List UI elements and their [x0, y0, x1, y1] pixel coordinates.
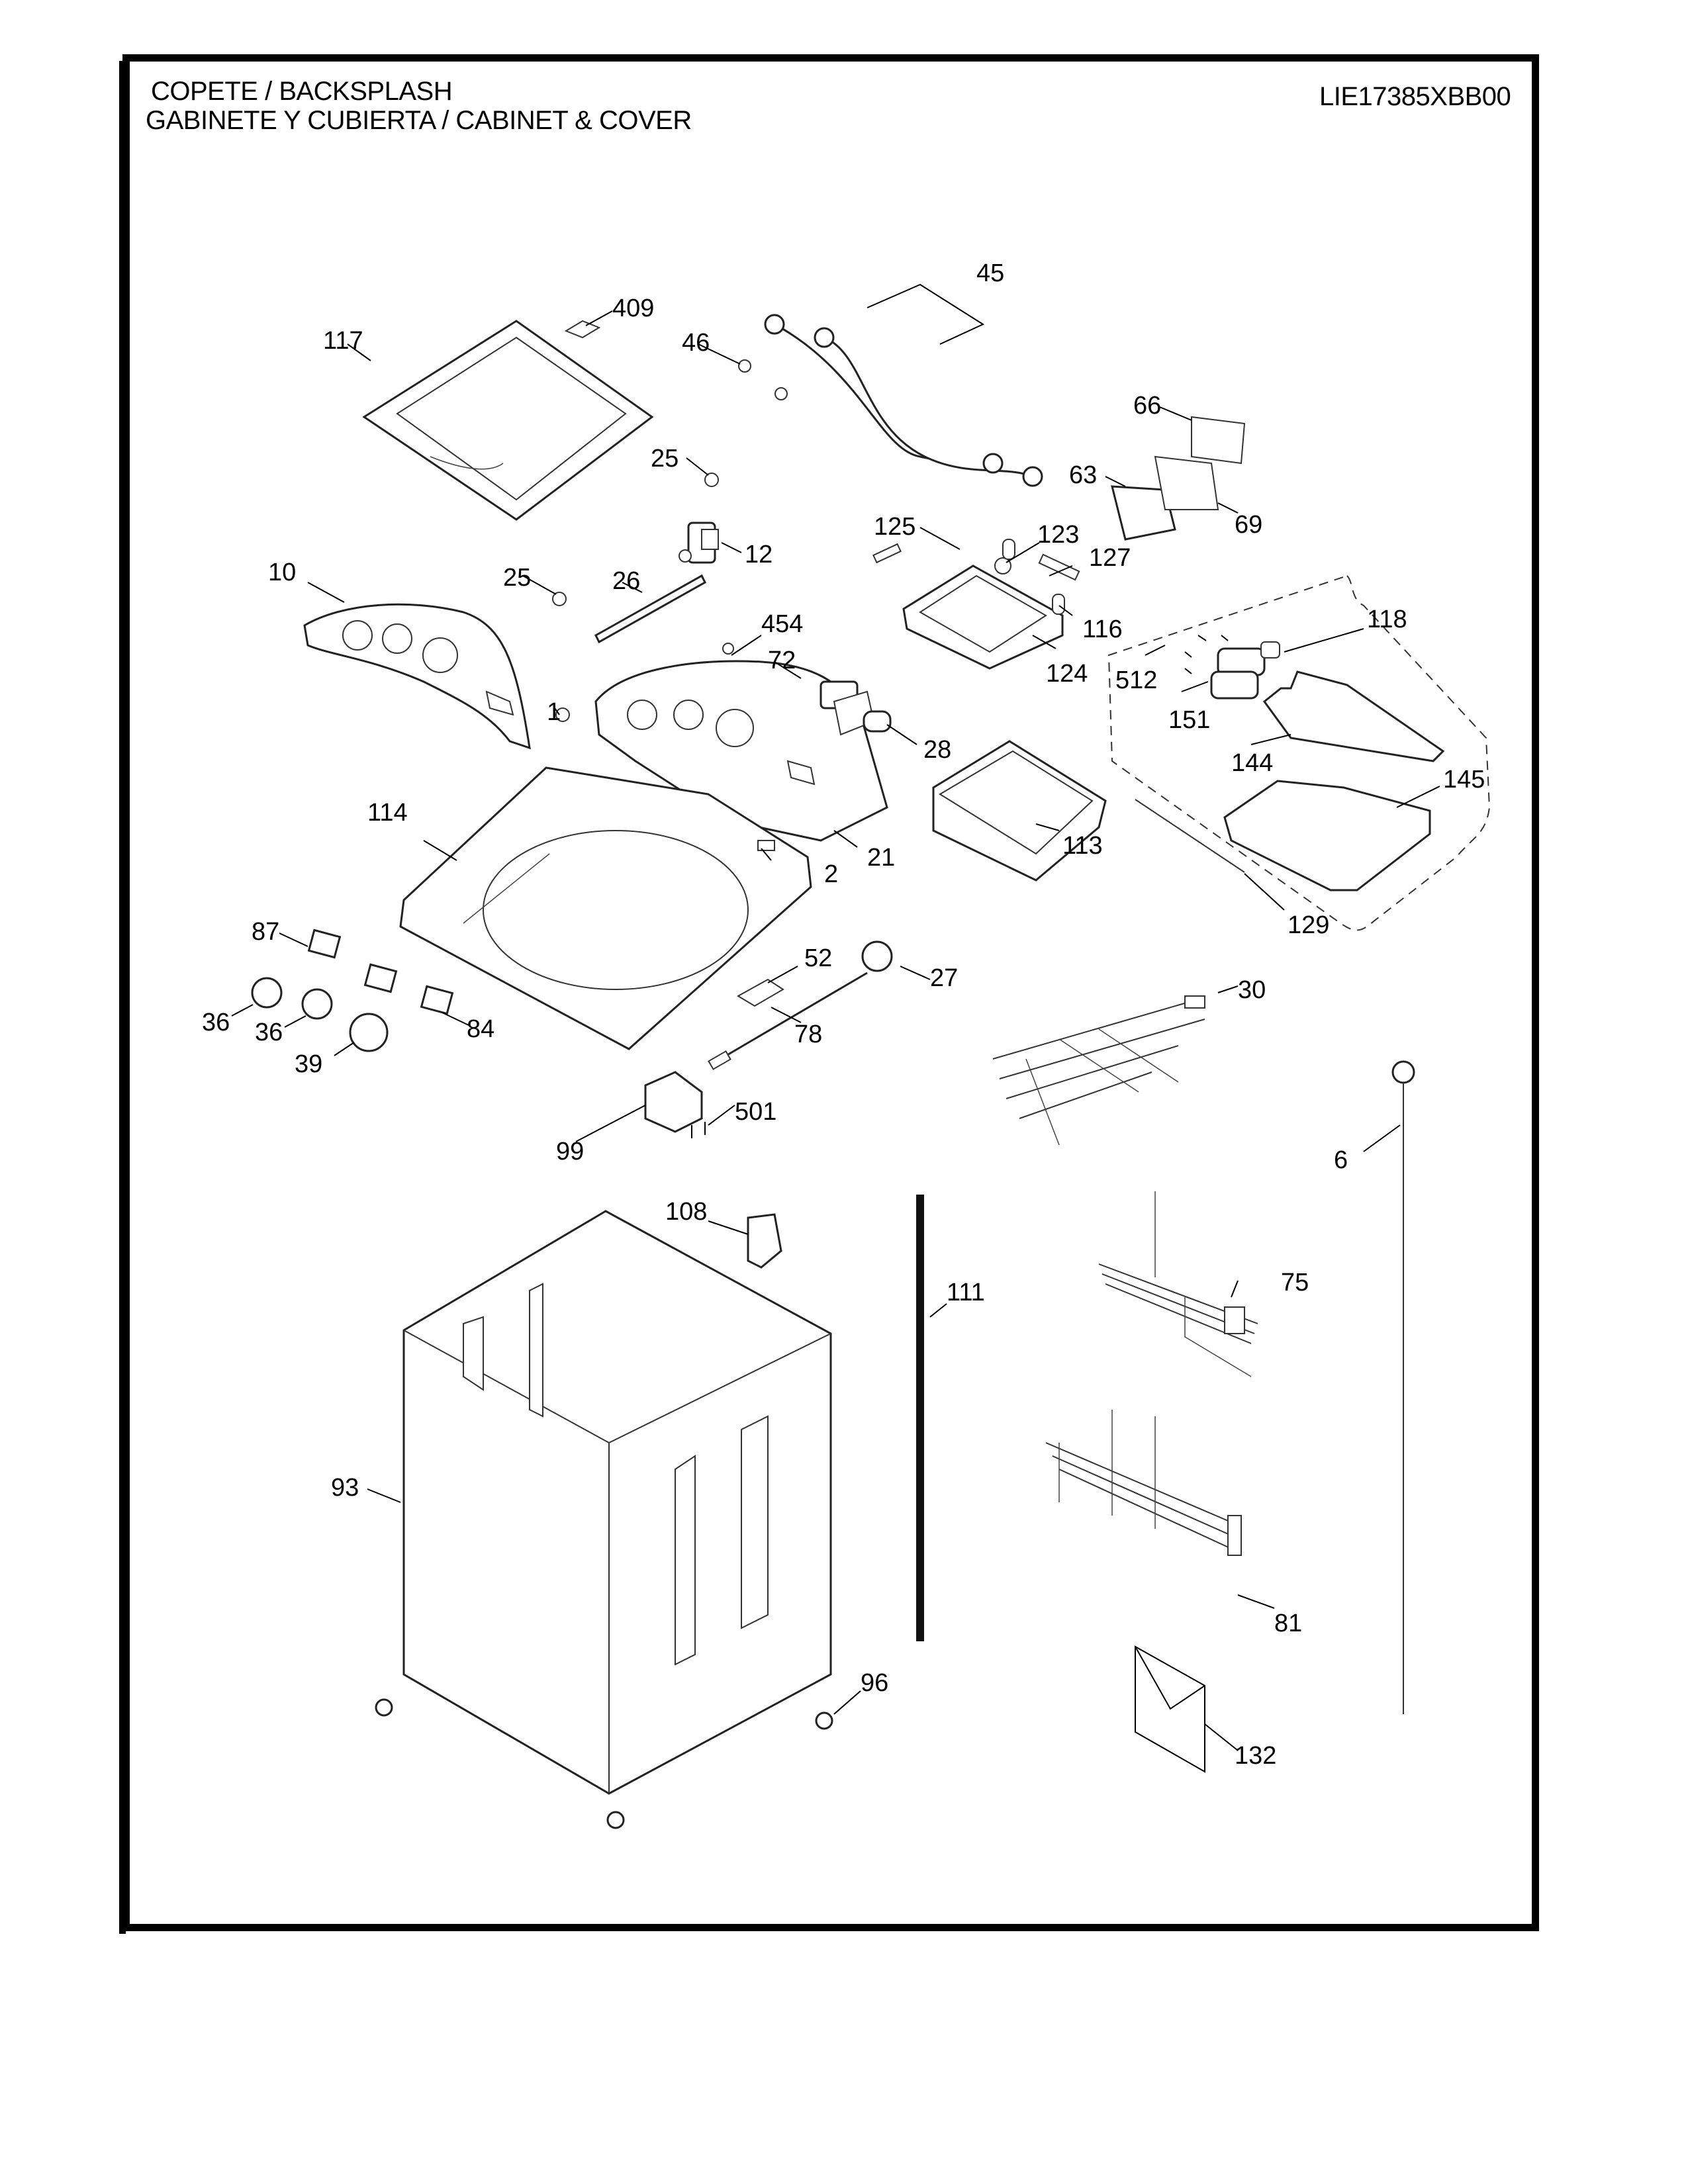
label-84: 84 — [467, 1015, 494, 1043]
part-harness-75 — [1098, 1191, 1258, 1377]
part-harness-81 — [1045, 1410, 1242, 1556]
part-lid — [362, 320, 654, 521]
part-inlet-valve — [1210, 641, 1280, 700]
label-123: 123 — [1037, 521, 1079, 549]
part-knobs — [251, 977, 389, 1052]
part-literature-envelope — [1135, 1645, 1205, 1773]
label-52: 52 — [804, 944, 832, 972]
label-127: 127 — [1089, 544, 1131, 572]
label-12: 12 — [745, 541, 773, 569]
part-pressure-hose — [1391, 1060, 1415, 1714]
label-1: 1 — [547, 698, 561, 726]
label-118: 118 — [1367, 606, 1407, 633]
label-151: 151 — [1168, 706, 1210, 734]
label-36: 36 — [202, 1009, 230, 1036]
label-10: 10 — [268, 559, 296, 586]
part-dispenser-small — [872, 539, 1080, 615]
label-39: 39 — [295, 1050, 322, 1078]
part-dispenser-tray — [902, 565, 1064, 670]
label-116: 116 — [1082, 615, 1123, 643]
label-45: 45 — [976, 259, 1004, 287]
part-tube — [594, 574, 706, 644]
part-control-console — [594, 660, 888, 842]
label-25: 25 — [651, 445, 679, 473]
part-valve-cover — [1262, 670, 1445, 762]
label-114: 114 — [367, 799, 408, 827]
diagram-frame — [122, 54, 1539, 1931]
label-87: 87 — [252, 918, 279, 946]
part-screw-454 — [722, 643, 734, 655]
label-78: 78 — [794, 1021, 822, 1048]
part-harness-30 — [992, 995, 1205, 1146]
label-501: 501 — [735, 1098, 776, 1126]
label-6: 6 — [1334, 1146, 1348, 1174]
callout-labels: 45 409 117 46 66 25 63 69 12 125 123 127… — [202, 259, 1485, 1770]
part-dispenser-drawer — [932, 740, 1107, 882]
part-hose-nuts — [552, 359, 788, 606]
label-25: 25 — [503, 564, 531, 592]
label-46: 46 — [682, 329, 710, 357]
part-top-cover — [399, 766, 812, 1050]
part-knob-insert — [863, 710, 892, 733]
part-control-panel-overlay — [303, 603, 531, 750]
part-bracket-52 — [737, 978, 784, 1007]
part-harness-78 — [708, 972, 868, 1070]
part-lid-lock — [644, 1071, 706, 1138]
label-66: 66 — [1133, 392, 1161, 420]
label-96: 96 — [861, 1669, 888, 1697]
title-backsplash: COPETE / BACKSPLASH — [151, 77, 453, 106]
label-69: 69 — [1235, 511, 1262, 539]
part-screws-512 — [1184, 635, 1229, 674]
part-leveling-legs — [375, 1698, 833, 1829]
label-21: 21 — [867, 844, 895, 872]
label-132: 132 — [1235, 1742, 1276, 1770]
part-console-clip — [757, 840, 775, 851]
part-inlet-hoses — [764, 283, 1043, 487]
part-control-board — [1111, 416, 1246, 541]
label-36: 36 — [255, 1019, 283, 1046]
valve-assembly-group-outline — [1107, 574, 1491, 931]
label-81: 81 — [1274, 1610, 1302, 1637]
part-screw-1 — [555, 707, 570, 722]
part-pressure-switch — [861, 940, 893, 972]
label-512: 512 — [1115, 666, 1157, 694]
label-124: 124 — [1046, 660, 1088, 688]
label-145: 145 — [1443, 766, 1485, 794]
title-cabinet-cover: GABINETE Y CUBIERTA / CABINET & COVER — [146, 106, 692, 135]
part-rod-129 — [1135, 799, 1245, 873]
label-117: 117 — [323, 327, 363, 355]
label-125: 125 — [874, 513, 915, 541]
label-28: 28 — [923, 736, 951, 764]
label-409: 409 — [612, 295, 654, 322]
leader-lines — [231, 310, 1440, 1751]
part-water-valve — [679, 522, 719, 564]
label-63: 63 — [1069, 461, 1097, 489]
label-30: 30 — [1238, 976, 1266, 1004]
label-144: 144 — [1231, 749, 1273, 777]
label-454: 454 — [761, 610, 803, 638]
label-99: 99 — [556, 1138, 584, 1165]
label-75: 75 — [1281, 1269, 1309, 1297]
label-93: 93 — [331, 1474, 359, 1502]
label-113: 113 — [1062, 832, 1103, 860]
label-108: 108 — [665, 1198, 707, 1226]
part-switches — [307, 929, 454, 1015]
model-number: LIE17385XBB00 — [1319, 82, 1511, 111]
label-27: 27 — [930, 964, 958, 992]
label-111: 111 — [947, 1279, 985, 1306]
label-129: 129 — [1288, 911, 1329, 939]
part-valve-housing — [1223, 780, 1431, 891]
part-cabinet — [402, 1210, 832, 1795]
label-72: 72 — [768, 647, 796, 674]
label-2: 2 — [824, 860, 838, 888]
part-corner-cap — [747, 1213, 782, 1269]
label-26: 26 — [612, 567, 640, 595]
